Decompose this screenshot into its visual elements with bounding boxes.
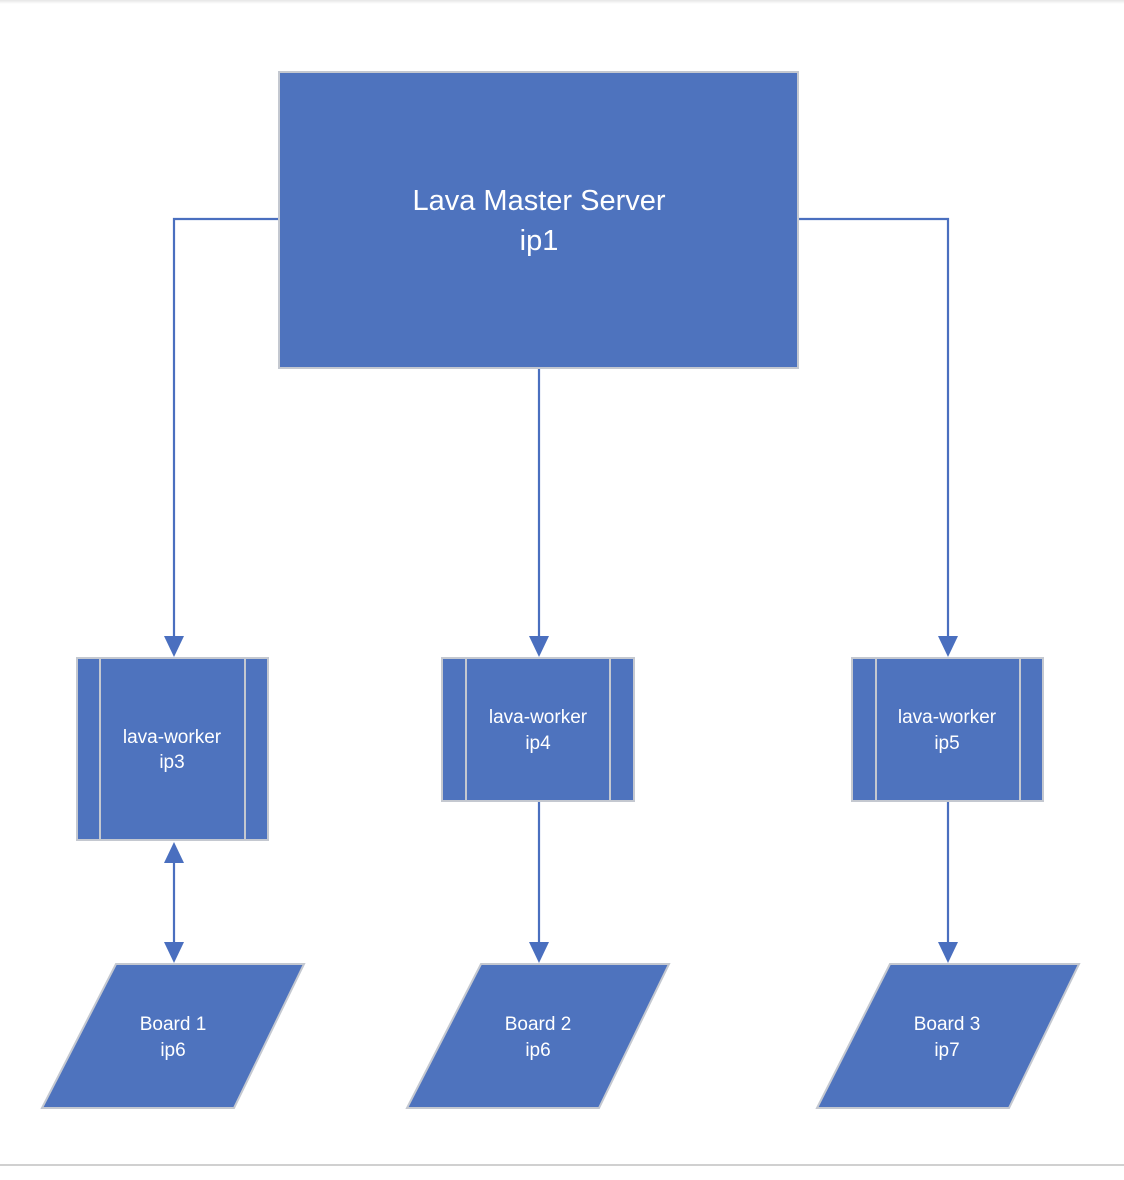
arrowhead-board-1 — [164, 942, 184, 963]
worker-node-3: lava-worker ip5 — [851, 657, 1044, 802]
master-server-box — [278, 71, 799, 369]
master-server-ip: ip1 — [520, 225, 559, 257]
arrowhead-worker-1-up — [164, 842, 184, 863]
arrowhead-worker-1 — [164, 636, 184, 657]
board-3-ip: ip7 — [934, 1040, 959, 1061]
board-1-shape — [40, 963, 306, 1109]
arrowhead-worker-2 — [529, 636, 549, 657]
connectors — [164, 217, 958, 963]
worker-node-1: lava-worker ip3 — [76, 657, 269, 841]
board-2-shape — [405, 963, 671, 1109]
board-3-title: Board 3 — [914, 1014, 981, 1035]
bottom-divider — [0, 1164, 1124, 1166]
master-server-node: Lava Master Server ip1 — [278, 71, 799, 369]
worker-1-ip: ip3 — [159, 752, 184, 773]
board-2-title: Board 2 — [505, 1014, 572, 1035]
worker-3-title: lava-worker — [898, 707, 997, 728]
worker-2-ip: ip4 — [525, 733, 551, 754]
board-node-3: Board 3 ip7 — [815, 963, 1081, 1109]
worker-2-box — [441, 657, 635, 802]
board-1-title: Board 1 — [140, 1014, 207, 1035]
board-3-shape — [815, 963, 1081, 1109]
worker-1-box — [76, 657, 269, 841]
board-node-1: Board 1 ip6 — [40, 963, 306, 1109]
board-2-ip: ip6 — [525, 1040, 550, 1061]
master-server-title: Lava Master Server — [412, 185, 665, 217]
board-node-2: Board 2 ip6 — [405, 963, 671, 1109]
arrowhead-board-3 — [938, 942, 958, 963]
top-divider — [0, 0, 1124, 4]
connector-master-worker-3 — [798, 217, 950, 640]
board-1-ip: ip6 — [160, 1040, 185, 1061]
worker-2-title: lava-worker — [489, 707, 588, 728]
arrowhead-board-2 — [529, 942, 549, 963]
worker-node-2: lava-worker ip4 — [441, 657, 635, 802]
connector-master-worker-1 — [172, 217, 279, 640]
arrowhead-worker-3 — [938, 636, 958, 657]
worker-3-ip: ip5 — [934, 733, 959, 754]
worker-3-box — [851, 657, 1044, 802]
worker-1-title: lava-worker — [123, 727, 222, 748]
